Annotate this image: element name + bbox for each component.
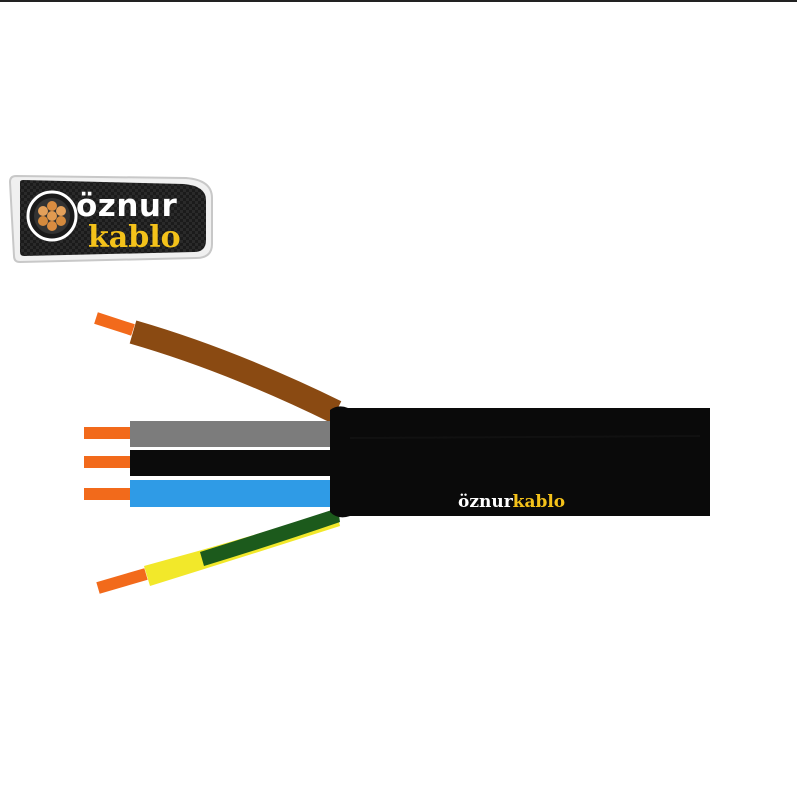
black-conductor [84, 450, 336, 476]
brand-logo: öznur kablo [6, 168, 218, 268]
blue-conductor [84, 480, 336, 507]
yellow-green-conductor [96, 508, 340, 594]
logo-brand-word1: öznur [76, 188, 178, 224]
cable-illustration [84, 312, 710, 594]
grey-conductor [84, 421, 336, 447]
brown-conductor [94, 312, 342, 423]
cable-strand-cross-section-icon [26, 190, 78, 242]
jacket-print-word2: kablo [512, 492, 566, 512]
logo-badge [8, 174, 213, 264]
jacket-print-text: öznurkablo [458, 492, 565, 512]
logo-brand-word2: kablo [88, 220, 181, 255]
top-border-line [0, 0, 797, 2]
jacket-print-word1: öznur [458, 492, 513, 512]
cable-jacket [330, 406, 710, 518]
